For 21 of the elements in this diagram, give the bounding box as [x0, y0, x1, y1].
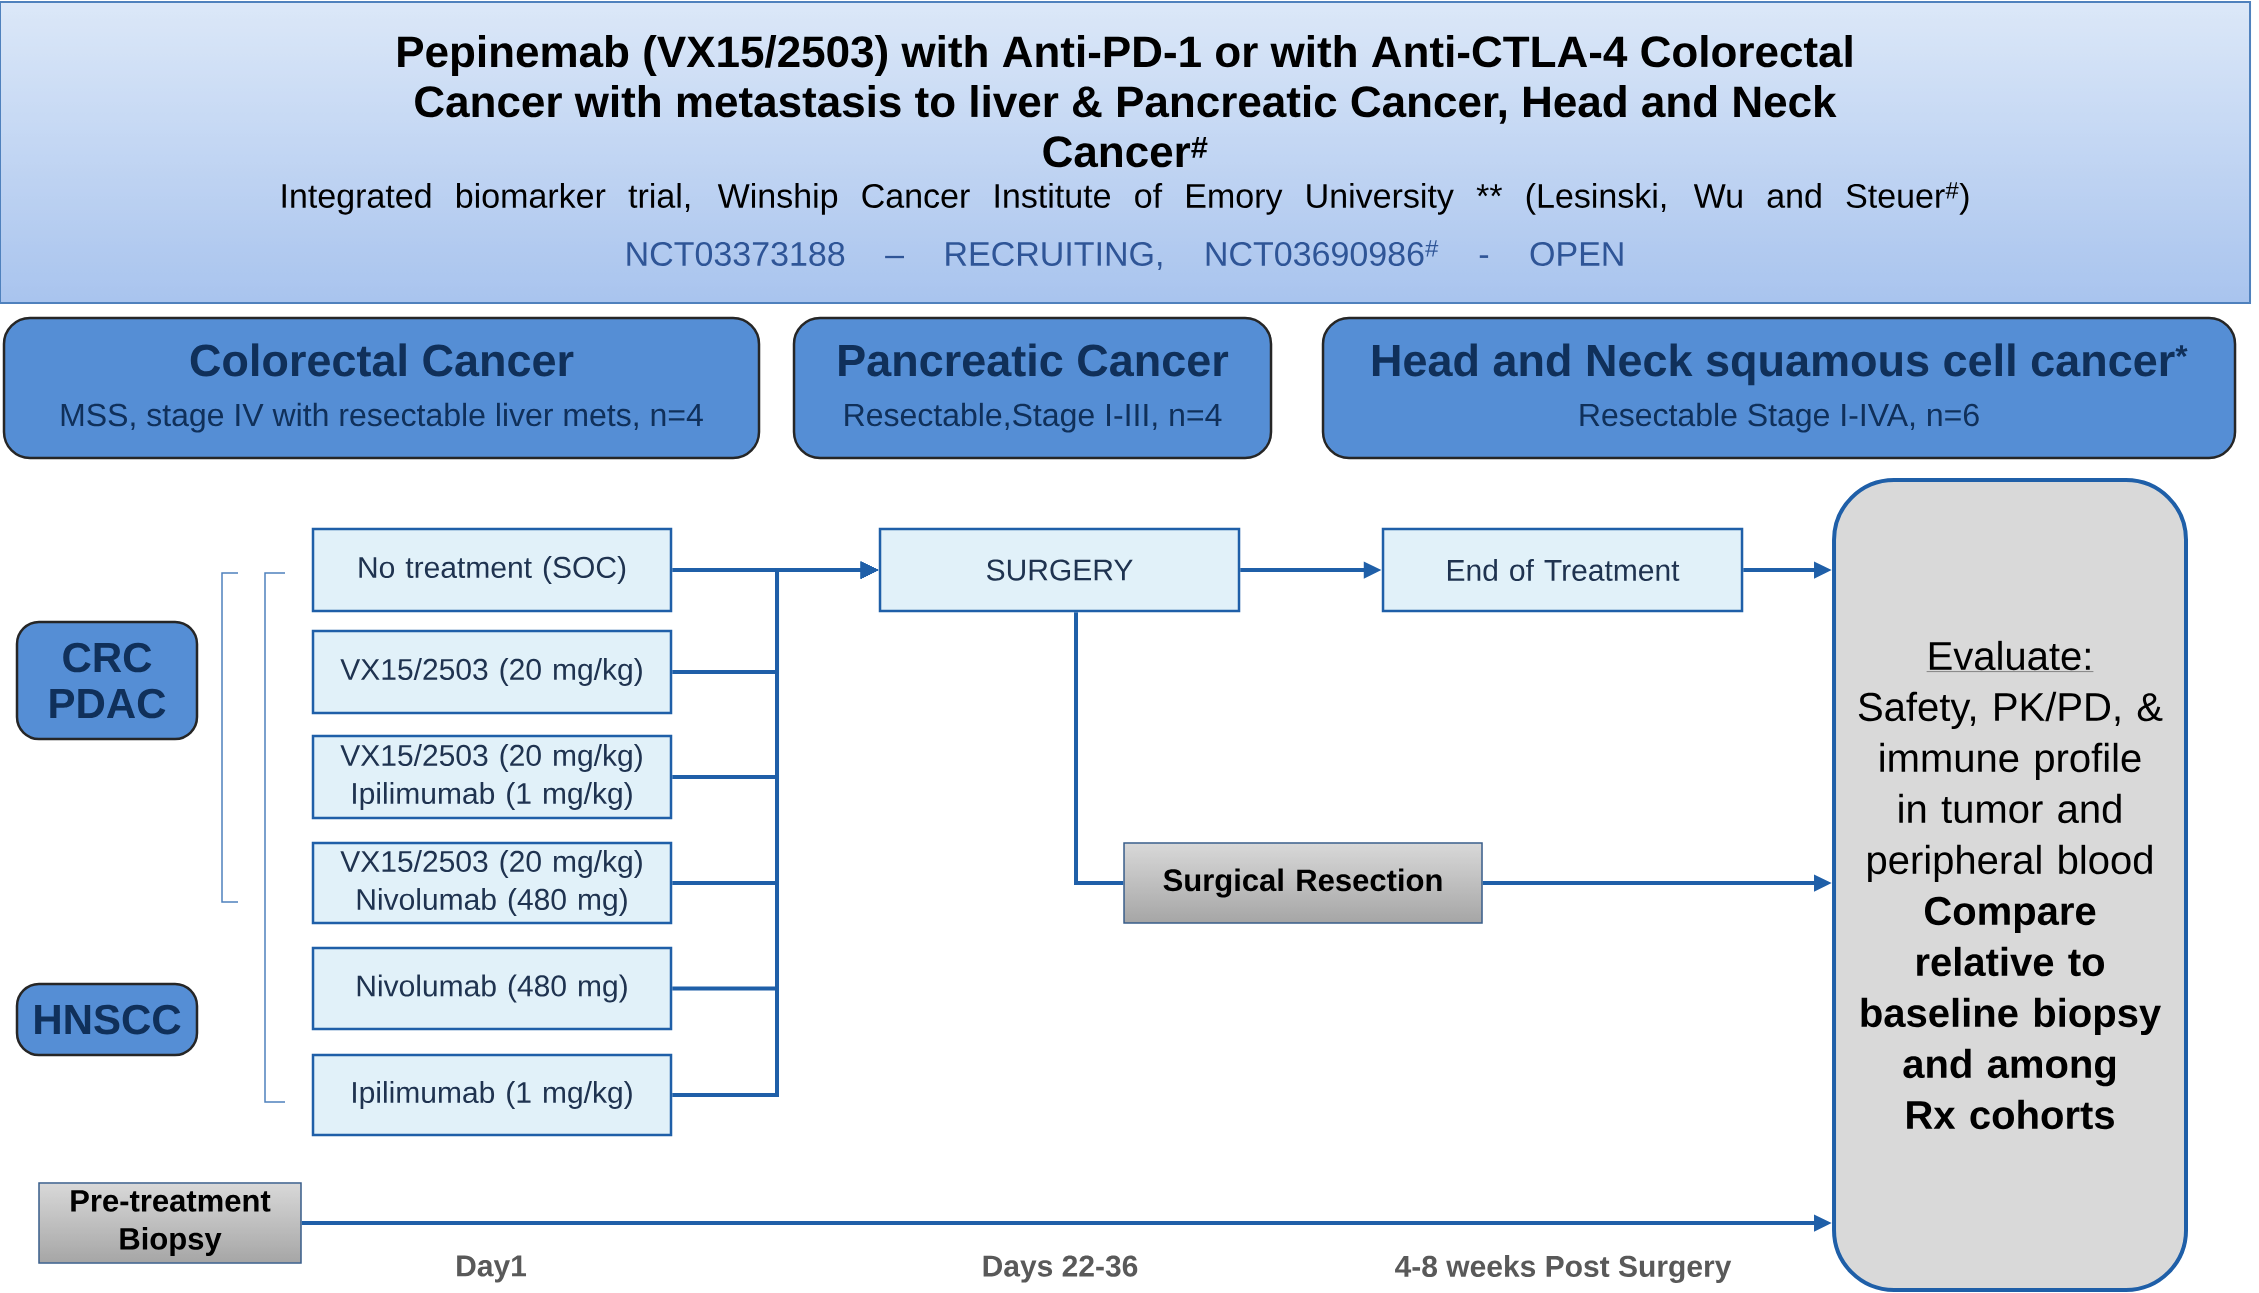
timepoint-label: Days 22-36 [983, 1255, 1138, 1283]
process-box: Ipilimumab (1 mg/kg) [311, 1053, 673, 1137]
evaluation-box: Evaluate: Safety, PK/PD, & immune profile in tumor and peripheral blood Compare relative to baseline biopsy and among Rx cohorts [1832, 478, 2189, 1292]
process-box: Pre-treatment Biopsy [38, 1182, 302, 1264]
connector-line [1074, 612, 1124, 885]
cohort-box: CRC PDAC [15, 620, 199, 741]
cohort-box: HNSCC [15, 982, 199, 1057]
timepoint-label: 4-8 weeks Post Surgery [1395, 1254, 1732, 1284]
process-box: No treatment (SOC) [311, 527, 673, 613]
process-box: End of Treatment [1381, 527, 1744, 613]
timepoint-label: Day1 [457, 1255, 526, 1283]
process-box: Nivolumab (480 mg) [311, 946, 673, 1031]
cancer-type-box: Head and Neck squamous cell cancer$^{*}$ Resectable Stage I-IVA, n=6 [1321, 316, 2237, 460]
process-box: VX15/2503 (20 mg/kg) Nivolumab (480 mg) [311, 841, 673, 925]
process-box: Surgical Resection [1123, 842, 1483, 924]
process-box: VX15/2503 (20 mg/kg) [311, 629, 673, 715]
cancer-type-box: Pancreatic Cancer Resectable,Stage I-III, n=4 [792, 316, 1273, 460]
process-box: VX15/2503 (20 mg/kg) Ipilimumab (1 mg/kg) [311, 734, 673, 820]
cancer-type-box: Colorectal Cancer MSS, stage IV with resectable liver mets, n=4 [2, 316, 761, 460]
header-banner: Pepinemab (VX15/2503) with Anti-PD-1 or with Anti-CTLA-4 Colorectal Cancer with metastasis to liver & Pancreatic Cancer, Head and Neck Cancer$^{#}$ Integrated biomarker trial, Winship Cancer Institute of Emory University ** (Lesinski, Wu and Steuer$^{#}$) NCT03373188 – RECRUITING, NCT03690986$^{#}$ - OPEN [0, 1, 2252, 304]
process-box: SURGERY [878, 527, 1241, 613]
